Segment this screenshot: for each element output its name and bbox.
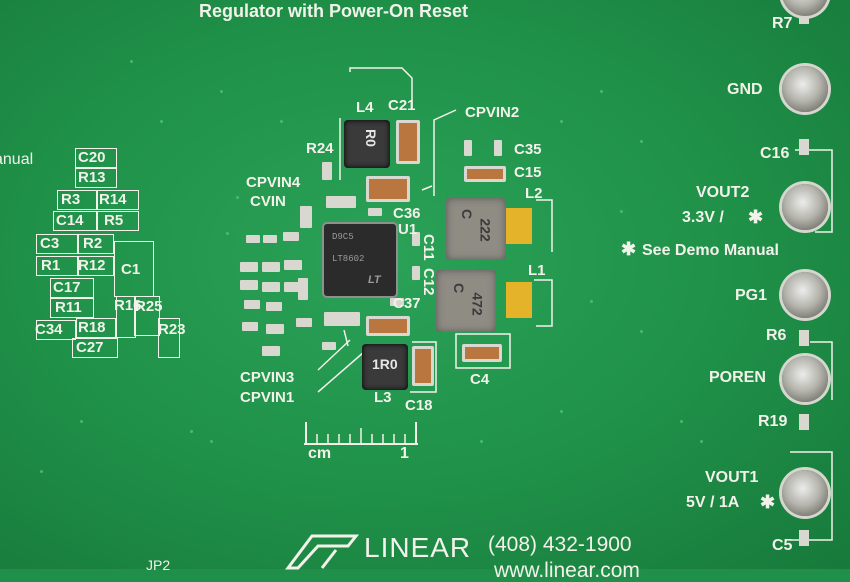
label-c35: C35 <box>514 141 542 158</box>
turret-vout1 <box>782 470 828 516</box>
label-r25: R25 <box>135 298 163 315</box>
logo-text: LINEAR <box>364 532 472 563</box>
manual-note: See Demo Manual <box>642 242 779 259</box>
u1-date-code: D9C5 <box>332 232 354 242</box>
label-c27: C27 <box>76 339 104 356</box>
label-c1: C1 <box>121 261 141 278</box>
demo-manual-fragment: anual <box>0 151 34 168</box>
label-c5: C5 <box>772 537 793 554</box>
label-gnd: GND <box>727 81 763 98</box>
label-c37: C37 <box>393 295 421 312</box>
label-l2: L2 <box>525 185 543 202</box>
label-pg1: PG1 <box>735 287 768 304</box>
label-r7: R7 <box>772 15 793 32</box>
turret-top <box>782 0 828 16</box>
label-c3: C3 <box>40 235 60 252</box>
label-cpvin1: CPVIN1 <box>240 389 295 406</box>
scale-one: 1 <box>400 445 409 462</box>
label-c36: C36 <box>393 205 421 222</box>
u1-logo: LT <box>368 274 381 286</box>
website-url: www.linear.com <box>494 559 640 582</box>
u1-part-number: LT8602 <box>332 254 365 264</box>
capacitor-c4 <box>462 344 502 362</box>
c5-pad <box>799 530 809 546</box>
label-u1: U1 <box>398 221 418 238</box>
label-vout2: VOUT2 <box>696 184 750 201</box>
scale-ruler <box>304 422 418 445</box>
inductor-l3 <box>362 344 408 390</box>
label-c34: C34 <box>35 321 63 338</box>
label-c14: C14 <box>56 212 84 229</box>
turret-poren <box>782 356 828 402</box>
capacitor-c15 <box>464 166 506 182</box>
capacitor-c37 <box>366 316 410 336</box>
inductor-l1 <box>436 270 496 332</box>
label-r12: R12 <box>78 257 106 274</box>
turret-gnd <box>782 66 828 112</box>
manual-star: ✱ <box>621 239 637 259</box>
label-l3: L3 <box>374 389 392 406</box>
label-vout1-spec: 5V / 1A <box>686 494 740 511</box>
label-cpvin2: CPVIN2 <box>465 104 520 121</box>
label-c15: C15 <box>514 164 542 181</box>
label-r3: R3 <box>61 191 81 208</box>
label-r5: R5 <box>104 212 124 229</box>
label-l4: L4 <box>356 99 374 116</box>
label-r11: R11 <box>55 299 82 316</box>
silkscreen-outlines <box>317 67 833 541</box>
label-r19: R19 <box>758 413 788 430</box>
label-l1: L1 <box>528 262 546 279</box>
l2-terminal <box>506 208 532 244</box>
label-c18: C18 <box>405 397 433 414</box>
board-title: Regulator with Power-On Reset <box>199 1 469 21</box>
capacitor-c21 <box>396 120 420 164</box>
capacitor-c36 <box>366 176 410 202</box>
label-cpvin4: CPVIN4 <box>246 174 301 191</box>
capacitor-c18 <box>412 346 434 386</box>
label-cpvin3: CPVIN3 <box>240 369 295 386</box>
ic-u1: D9C5 LT8602 LT <box>324 224 396 296</box>
l3-marking: 1R0 <box>372 356 398 372</box>
label-r1: R1 <box>41 257 61 274</box>
linear-logo-icon <box>285 534 360 570</box>
label-c17: C17 <box>53 279 81 296</box>
turret-vout2 <box>782 184 828 230</box>
label-c20: C20 <box>78 149 106 166</box>
label-cvin: CVIN <box>250 193 286 210</box>
phone-number: (408) 432-1900 <box>488 533 632 556</box>
label-jp2: JP2 <box>146 557 171 573</box>
label-vout2-spec: 3.3V / <box>682 209 724 226</box>
label-r13: R13 <box>78 169 106 186</box>
label-r18: R18 <box>78 319 106 336</box>
vout2-star: ✱ <box>748 207 764 227</box>
inductor-l4 <box>344 120 390 168</box>
vout1-star: ✱ <box>760 492 776 512</box>
r19-pad <box>799 414 809 430</box>
label-vout1: VOUT1 <box>705 469 759 486</box>
c16-pad <box>799 139 809 155</box>
label-r24: R24 <box>306 140 334 157</box>
label-poren: POREN <box>709 369 766 386</box>
turret-pg1 <box>782 272 828 318</box>
inductor-l2 <box>446 198 506 260</box>
label-c21: C21 <box>388 97 416 114</box>
label-r23: R23 <box>158 321 186 338</box>
r6-pad <box>799 330 809 346</box>
label-r6: R6 <box>766 327 787 344</box>
label-r2: R2 <box>83 235 103 252</box>
label-c16: C16 <box>760 145 790 162</box>
scale-unit: cm <box>308 445 332 462</box>
label-r14: R14 <box>99 191 127 208</box>
l1-terminal <box>506 282 532 318</box>
label-c4: C4 <box>470 371 490 388</box>
r7-pad <box>799 8 809 24</box>
label-r16: R16 <box>114 297 142 314</box>
